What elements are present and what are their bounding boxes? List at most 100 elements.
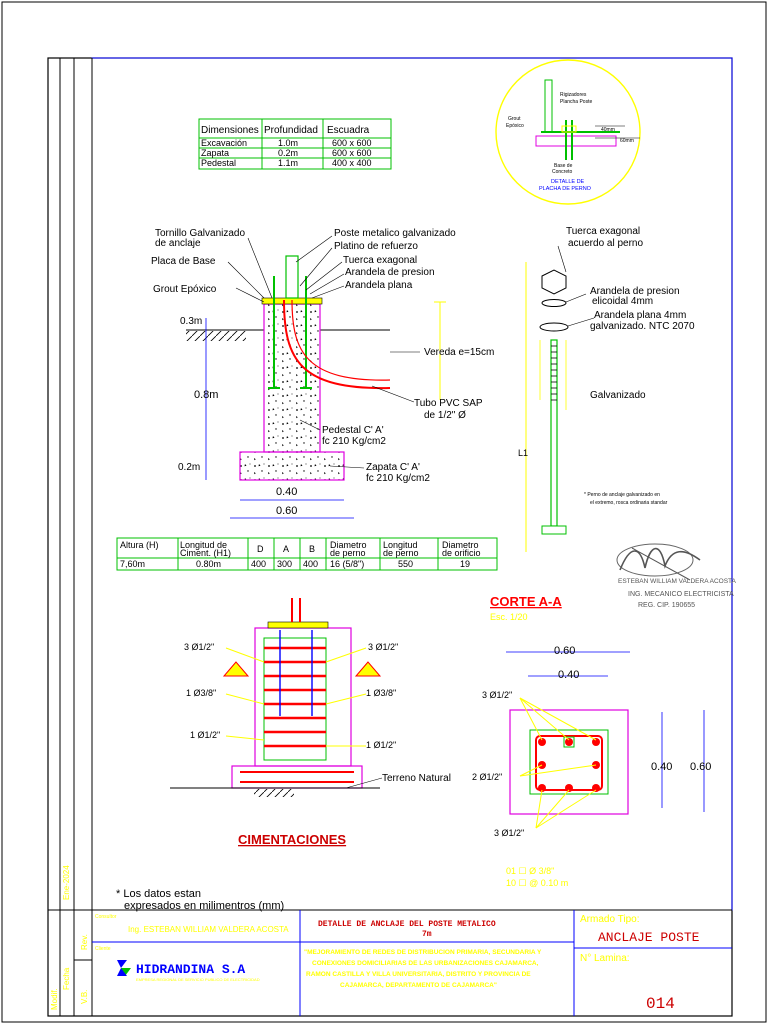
bolt-detail: Tuerca exagonal acuerdo al perno Arandel… bbox=[518, 226, 695, 552]
elev-label: Pedestal C' A' bbox=[322, 425, 384, 436]
strip-date: Ene-2024 bbox=[62, 865, 71, 900]
cim-label: 3 Ø1/2" bbox=[184, 642, 214, 652]
cim-label: 3 Ø1/2" bbox=[368, 642, 398, 652]
bolt-table-header: B bbox=[309, 544, 315, 554]
plate-caption: PLACHA DE PERNO bbox=[539, 186, 592, 192]
bolt-note: * Perno de anclaje galvanizado en bbox=[584, 492, 660, 498]
bolt-table-header: Longitud de bbox=[180, 540, 227, 550]
bolt-table-header: de perno bbox=[383, 548, 419, 558]
dimensions-table: Dimensiones Profundidad Escuadra Excavac… bbox=[198, 118, 392, 170]
bolt-table-cell: 7,60m bbox=[120, 559, 145, 569]
project-line: "MEJORAMIENTO DE REDES DE DISTRIBUCION P… bbox=[304, 949, 542, 956]
project-line: CONEXIONES DOMICILIARIAS DE LAS URBANIZA… bbox=[312, 960, 539, 967]
dims-cell: 400 x 400 bbox=[332, 158, 372, 168]
elev-dim: 0.8m bbox=[194, 389, 218, 401]
cim-label: 1 Ø1/2" bbox=[366, 740, 396, 750]
detail-title: 7m bbox=[422, 930, 432, 939]
bolt-table-cell: 400 bbox=[251, 559, 266, 569]
corte-dim: 0.60 bbox=[554, 645, 575, 657]
lamina-value: 014 bbox=[646, 995, 675, 1013]
cimentaciones-title: CIMENTACIONES bbox=[238, 832, 346, 847]
bolt-label: Arandela plana 4mm bbox=[594, 310, 686, 321]
units-note-line: expresados en milimentros (mm) bbox=[124, 900, 284, 912]
elev-label: Zapata C' A' bbox=[366, 462, 420, 473]
corte-dim: 0.40 bbox=[558, 669, 579, 681]
elev-dim: 0.40 bbox=[276, 486, 297, 498]
bolt-table-header: A bbox=[283, 544, 289, 554]
revision-strip: Ene-2024 Fecha Modif. V.B. Rev. bbox=[48, 865, 92, 1010]
dims-cell: 600 x 600 bbox=[332, 138, 372, 148]
units-note: * Los datos estan expresados en miliment… bbox=[116, 888, 284, 912]
bolt-table-header: de orificio bbox=[442, 548, 481, 558]
detail-title: DETALLE DE ANCLAJE DEL POSTE METALICO bbox=[318, 920, 496, 929]
corte-title: CORTE A-A bbox=[490, 594, 562, 609]
bolt-table-header: Longitud bbox=[383, 540, 418, 550]
project-line: RAMON CASTILLA Y VILLA UNIVERSITARIA, DI… bbox=[306, 971, 531, 978]
elev-label: de anclaje bbox=[155, 238, 201, 249]
lamina-label: N° Lamina: bbox=[580, 953, 630, 964]
consultor-name: Ing. ESTEBAN WILLIAM VALDERA ACOSTA bbox=[128, 925, 289, 934]
bolt-table-cell: 16 (5/8") bbox=[330, 559, 364, 569]
consultor-label: Consultor bbox=[95, 914, 117, 920]
elev-label: Vereda e=15cm bbox=[424, 347, 494, 358]
bolt-table-cell: 400 bbox=[303, 559, 318, 569]
corte-section: CORTE A-A Esc. 1/20 0.60 0.40 0.40 0.60 … bbox=[472, 594, 711, 888]
bolt-table-cell: 0.80m bbox=[196, 559, 221, 569]
bolt-label: Arandela de presion bbox=[590, 286, 680, 297]
bolt-table: Altura (H) Longitud de Ciment. (H1) D A … bbox=[116, 537, 498, 571]
bolt-table-header: Diametro bbox=[442, 540, 479, 550]
elev-label: fc 210 Kg/cm2 bbox=[366, 473, 430, 484]
elev-label: Tubo PVC SAP bbox=[414, 398, 483, 409]
elev-dim: 0.2m bbox=[178, 462, 200, 473]
company-name: HIDRANDINA S.A bbox=[136, 962, 245, 977]
plate-label: Plancha Poste bbox=[560, 99, 592, 105]
bolt-table-header: de perno bbox=[330, 548, 366, 558]
bolt-note: el extremo, rosca ordinaria standar bbox=[590, 500, 668, 506]
cim-label: 1 Ø1/2" bbox=[190, 730, 220, 740]
plate-label: Epóxico bbox=[506, 123, 524, 129]
elev-label: Tuerca exagonal bbox=[343, 255, 417, 266]
bolt-label: elicoidal 4mm bbox=[592, 296, 653, 307]
dims-cell: Pedestal bbox=[201, 158, 236, 168]
elev-dim: 0.60 bbox=[276, 505, 297, 517]
elev-label: Platino de refuerzo bbox=[334, 241, 418, 252]
company-sub: EMPRESA REGIONAL DE SERVICIO PUBLICO DE … bbox=[136, 977, 260, 982]
bolt-table-header: D bbox=[257, 544, 264, 554]
dims-cell: Excavación bbox=[201, 138, 247, 148]
cim-label: 1 Ø3/8" bbox=[186, 688, 216, 698]
bolt-label: Galvanizado bbox=[590, 390, 646, 401]
project-line: CAJAMARCA, DEPARTAMENTO DE CAJAMARCA" bbox=[340, 982, 497, 989]
corte-label: 2 Ø1/2" bbox=[472, 772, 502, 782]
plate-label: Rigizadores bbox=[560, 92, 587, 98]
cim-label: 1 Ø3/8" bbox=[366, 688, 396, 698]
bolt-table-header: Ciment. (H1) bbox=[180, 548, 231, 558]
dims-cell: 1.1m bbox=[278, 158, 298, 168]
bolt-table-header: Altura (H) bbox=[120, 540, 159, 550]
units-note-line: * Los datos estan bbox=[116, 888, 201, 900]
armado-value: ANCLAJE POSTE bbox=[598, 930, 700, 945]
stamp-reg: REG. CIP. 190655 bbox=[638, 602, 695, 609]
stamp-title: ING. MECANICO ELECTRICISTA bbox=[628, 591, 734, 598]
corte-dim: 0.60 bbox=[690, 761, 711, 773]
engineer-stamp: ESTEBAN WILLIAM VALDERA ACOSTA ING. MECA… bbox=[616, 543, 737, 609]
elev-label: Poste metalico galvanizado bbox=[334, 228, 456, 239]
dims-header-3: Escuadra bbox=[327, 125, 370, 136]
elevation-drawing: Tornillo Galvanizado de anclaje Placa de… bbox=[151, 228, 494, 519]
elev-label: de 1/2" Ø bbox=[424, 410, 466, 421]
dims-cell: 0.2m bbox=[278, 148, 298, 158]
bolt-label: acuerdo al perno bbox=[568, 238, 643, 249]
dims-header-1: Dimensiones bbox=[201, 125, 259, 136]
strip-modif: Modif. bbox=[50, 988, 59, 1010]
cliente-label: Cliente bbox=[95, 946, 111, 952]
elev-label: Arandela plana bbox=[345, 280, 413, 291]
strip-vb: V.B. bbox=[80, 990, 89, 1004]
cim-label: Terreno Natural bbox=[382, 773, 451, 784]
corte-label: 3 Ø1/2" bbox=[494, 828, 524, 838]
dims-header-2: Profundidad bbox=[264, 125, 318, 136]
plate-label: Concreto bbox=[552, 169, 573, 175]
plate-label: Grout bbox=[508, 116, 521, 122]
plate-label: Base de bbox=[554, 163, 573, 169]
corte-label: 3 Ø1/2" bbox=[482, 690, 512, 700]
corte-dim: 0.40 bbox=[651, 761, 672, 773]
